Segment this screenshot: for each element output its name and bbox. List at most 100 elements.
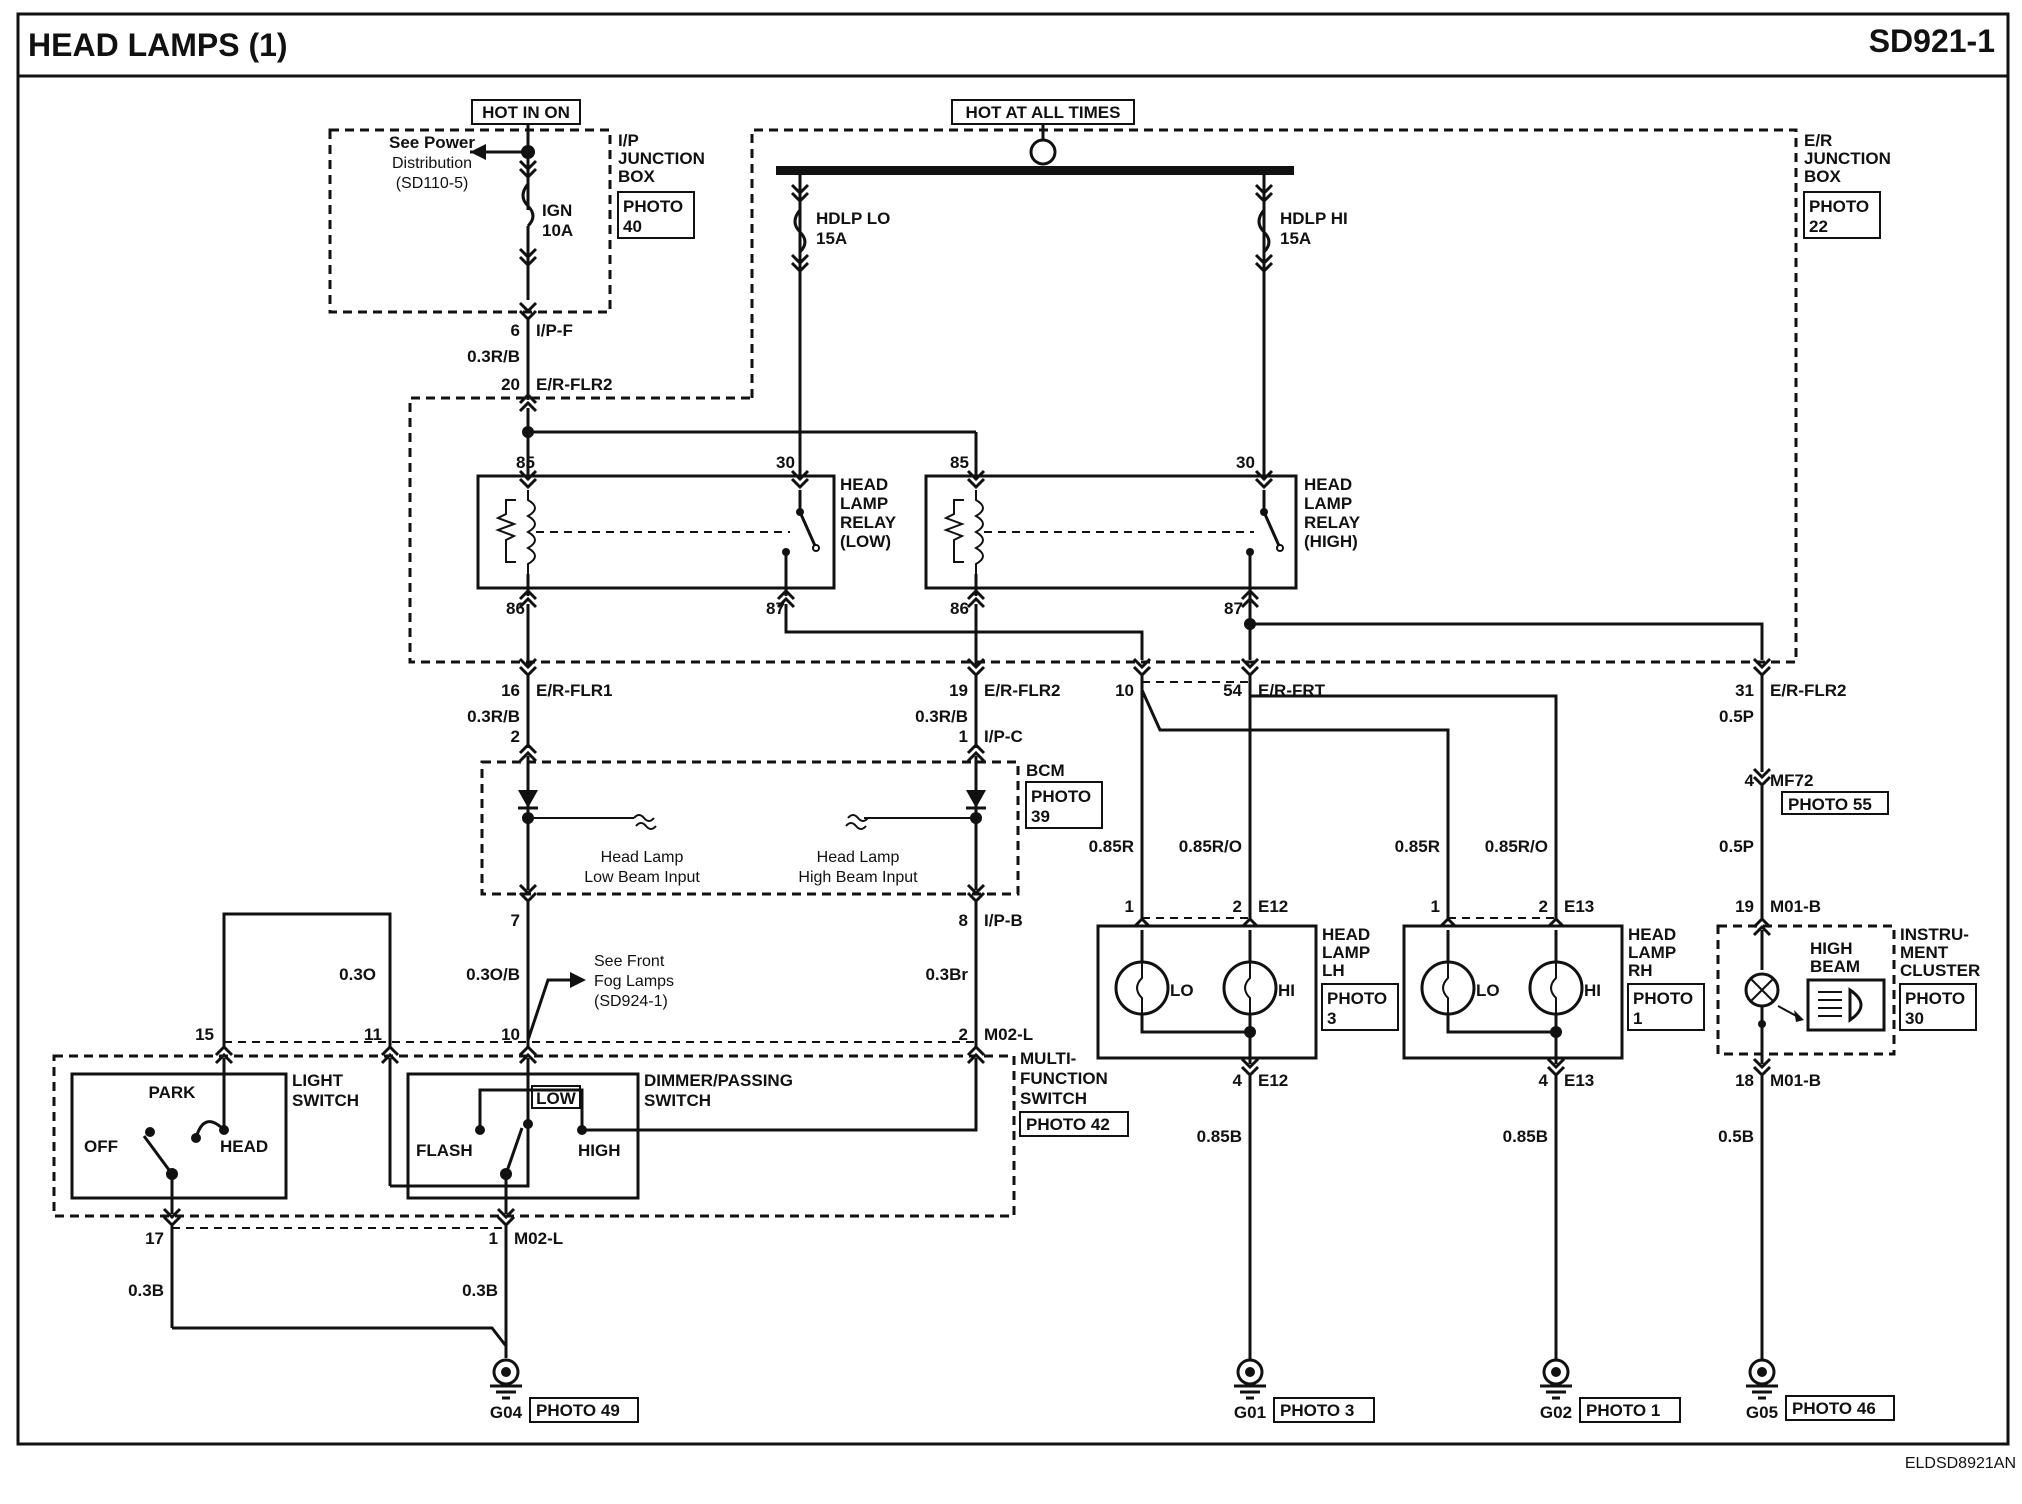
pin-label: 1 (489, 1229, 498, 1248)
dimmer-switch-name: DIMMER/PASSING (644, 1071, 793, 1090)
high-beam-headlight-icon (1848, 987, 1863, 1023)
multifunction-photo: PHOTO 42 (1026, 1115, 1110, 1134)
connector-label: M01-B (1770, 897, 1821, 916)
instrument-cluster-name-2: MENT (1900, 943, 1949, 962)
bcm-low-input-1: Head Lamp (601, 849, 684, 866)
ground-g04: G04 (490, 1403, 523, 1422)
relay-low-name-1: HEAD (840, 475, 888, 494)
hot-at-all-times-box (951, 99, 1135, 125)
wire-label: 0.5B (1718, 1127, 1754, 1146)
pin-label: 54 (1223, 681, 1242, 700)
connector-label: E13 (1564, 1071, 1594, 1090)
light-switch-head: HEAD (220, 1137, 268, 1156)
light-switch-name-2: SWITCH (292, 1091, 359, 1110)
dimmer-low: LOW (536, 1089, 577, 1108)
relay-high-name-2: LAMP (1304, 494, 1352, 513)
light-switch-lever-icon (142, 1135, 174, 1175)
fuse-hdlp-lo-2: 15A (816, 229, 847, 248)
photo-label: PHOTO 55 (1788, 795, 1872, 814)
wire-label: 0.5P (1719, 707, 1754, 726)
pin-label: 19 (1735, 897, 1754, 916)
footer-ref: ELDSD8921AN (1905, 1455, 2016, 1472)
pin-label: 8 (959, 911, 968, 930)
instrument-cluster-photo-2: 30 (1905, 1009, 1924, 1028)
see-power-3: (SD110-5) (396, 175, 469, 192)
pin-label: 2 (1233, 897, 1242, 916)
ip-junction-photo-box (617, 191, 695, 239)
bcm-photo-2: 39 (1031, 807, 1050, 826)
relay-high-name-4: (HIGH) (1304, 532, 1358, 551)
ip-junction-name-3: BOX (618, 167, 656, 186)
fuse-ign-icon (521, 183, 535, 228)
pin-label: 16 (501, 681, 520, 700)
connector-label: I/P-B (984, 911, 1023, 930)
pin-label: 1 (959, 727, 968, 746)
light-switch-off: OFF (84, 1137, 118, 1156)
relay-low-name-3: RELAY (840, 513, 897, 532)
lamp-lo-label: LO (1476, 981, 1500, 1000)
ip-junction-photo-1: PHOTO (623, 197, 683, 216)
bcm-photo-box (1025, 781, 1103, 829)
relay-pin-label: 86 (506, 599, 525, 618)
fuse-hdlp-hi-icon (1257, 209, 1271, 254)
wire-label: 0.3R/B (467, 347, 520, 366)
connector-label: E/R-FLR1 (536, 681, 613, 700)
connector-label: M02-L (514, 1229, 563, 1248)
relay-low-name-2: LAMP (840, 494, 888, 513)
instrument-cluster-box (1716, 924, 1896, 1056)
pin-label: 10 (1115, 681, 1134, 700)
head-lamp-rh-photo-1: PHOTO (1633, 989, 1693, 1008)
wire-label: 0.3B (128, 1281, 164, 1300)
diode-icon (518, 790, 538, 808)
light-switch-box (70, 1072, 288, 1200)
lamp-lo-label: LO (1170, 981, 1194, 1000)
er-junction-photo-2: 22 (1809, 217, 1828, 236)
wire-label: 0.3R/B (467, 707, 520, 726)
ground-g04-photo: PHOTO 49 (536, 1401, 620, 1420)
ground-g01-icon (1232, 1358, 1268, 1400)
bcm-low-input-2: Low Beam Input (584, 869, 700, 886)
light-switch-park: PARK (149, 1083, 197, 1102)
arrow-right-icon (570, 972, 586, 988)
pin-label: 4 (1539, 1071, 1549, 1090)
instrument-cluster-photo-1: PHOTO (1905, 989, 1965, 1008)
head-lamp-rh-name-3: RH (1628, 961, 1653, 980)
connector-label: M02-L (984, 1025, 1033, 1044)
head-lamp-rh-name-2: LAMP (1628, 943, 1676, 962)
bcm-high-input-2: High Beam Input (798, 869, 918, 886)
see-front-fog-1: See Front (594, 953, 665, 970)
dimmer-switch-box (406, 1072, 640, 1200)
page-title: HEAD LAMPS (1) (28, 27, 288, 63)
hot-in-on-box (471, 99, 581, 125)
pin-label: 2 (1539, 897, 1548, 916)
pin-label: 20 (501, 375, 520, 394)
ground-g05-icon (1744, 1358, 1780, 1400)
er-junction-name-2: JUNCTION (1804, 149, 1891, 168)
relay-pin-label: 86 (950, 599, 969, 618)
er-junction-photo-box (1803, 191, 1881, 239)
dimmer-high: HIGH (578, 1141, 621, 1160)
high-beam-label-1: HIGH (1810, 939, 1853, 958)
wire-label: 0.3O/B (466, 965, 520, 984)
relay-pin-label: 30 (1236, 453, 1255, 472)
hot-at-all-times-label: HOT AT ALL TIMES (966, 103, 1121, 122)
relay-pin-label: 87 (1224, 599, 1243, 618)
ip-junction-box (328, 128, 612, 314)
head-lamp-lh-name-1: HEAD (1322, 925, 1370, 944)
dimmer-lever-icon (504, 1127, 524, 1175)
bcm-box (480, 760, 1020, 896)
see-power-1: See Power (389, 133, 475, 152)
pin-label: 1 (1431, 897, 1440, 916)
bcm-input-icon (633, 814, 657, 830)
connector-label: E/R-FLR2 (536, 375, 613, 394)
connector-label: E/R-FLR2 (1770, 681, 1847, 700)
relay-high-name-1: HEAD (1304, 475, 1352, 494)
instrument-cluster-name-3: CLUSTER (1900, 961, 1980, 980)
ip-junction-name-1: I/P (618, 131, 639, 150)
er-junction-name-1: E/R (1804, 131, 1832, 150)
dimmer-flash: FLASH (416, 1141, 473, 1160)
pin-label: 4 (1745, 771, 1755, 790)
pin-label: 7 (511, 911, 520, 930)
arrow-left-icon (470, 144, 486, 160)
